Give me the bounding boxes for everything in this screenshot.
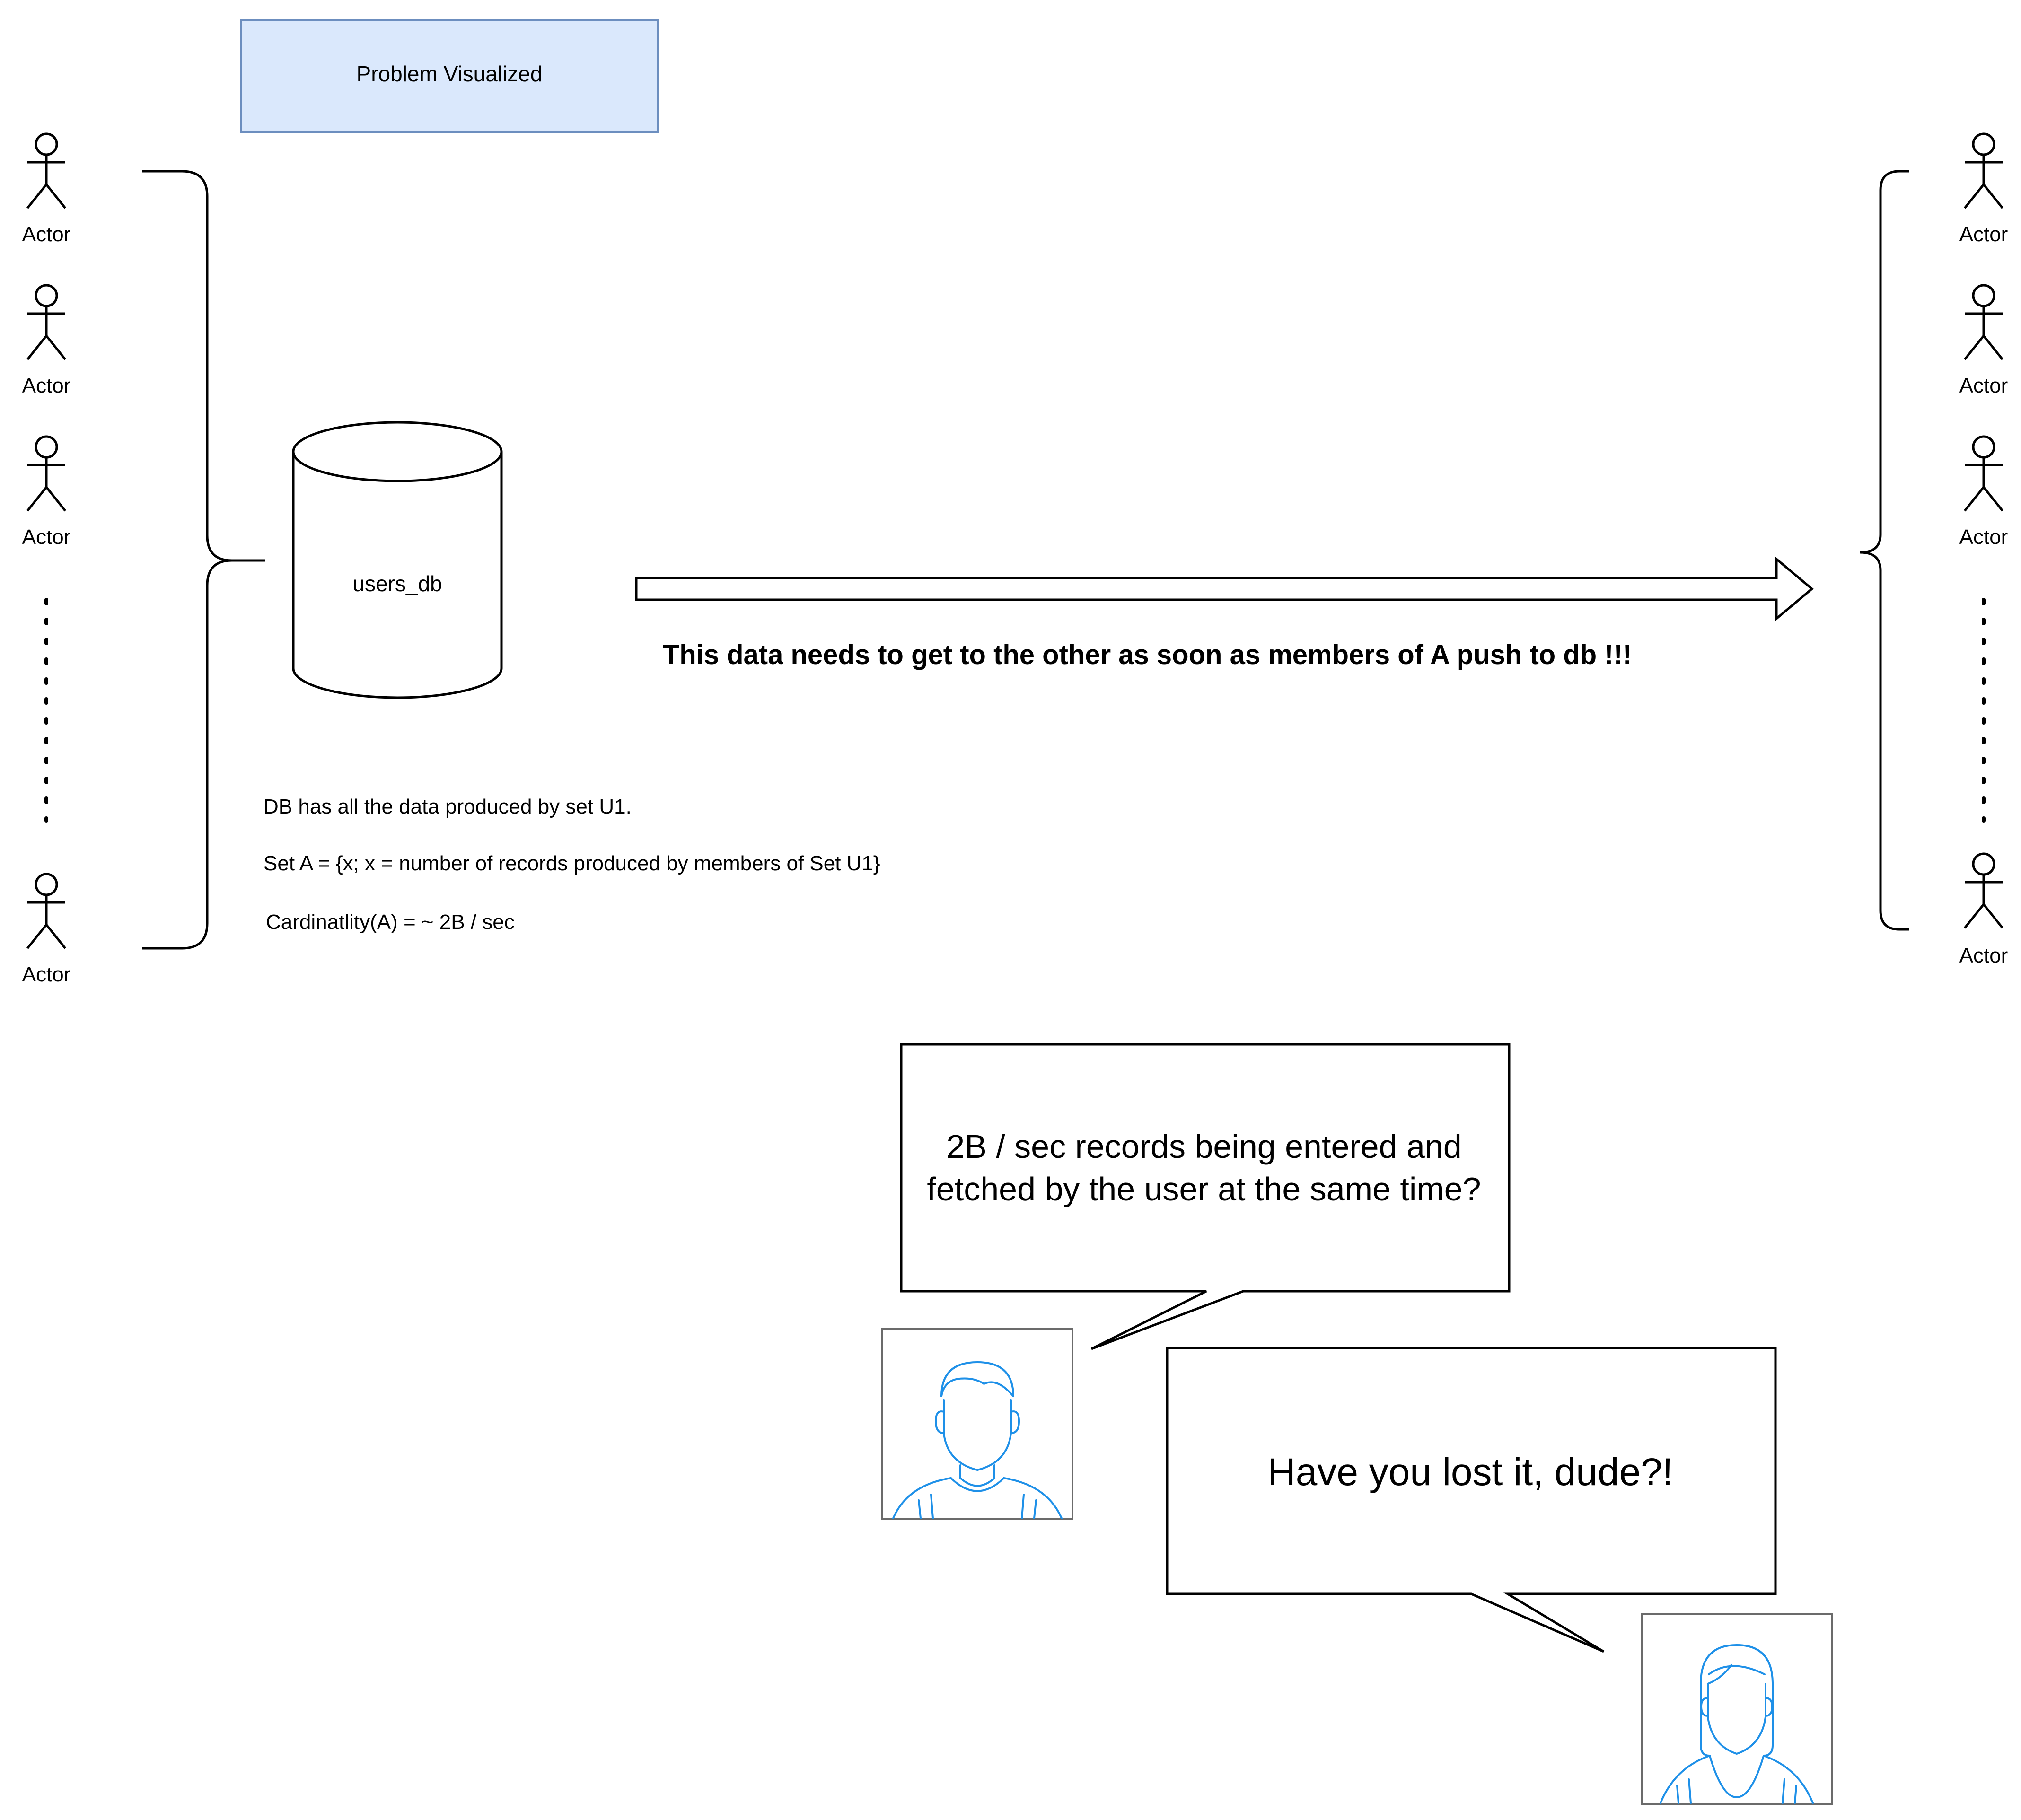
left-actor-3: Actor (22, 435, 71, 549)
speech-bubble-1-line-1: 2B / sec records being entered and (946, 1128, 1462, 1165)
left-actor-1-label: Actor (22, 223, 71, 246)
left-actor-group: Actor Actor Actor (22, 132, 71, 986)
title-text: Problem Visualized (357, 61, 543, 86)
left-actor-1: Actor (22, 132, 71, 246)
right-actor-1-label: Actor (1959, 223, 2008, 246)
right-actor-4-label: Actor (1959, 944, 2008, 967)
title-box-background (240, 19, 659, 133)
right-actor-group: Actor Actor Actor (1959, 132, 2008, 967)
stick-figure-icon (26, 435, 66, 512)
stick-figure-icon (1964, 852, 2003, 929)
note-line-3: Cardinatlity(A) = ~ 2B / sec (266, 910, 515, 934)
stick-figure-icon (26, 284, 66, 360)
stick-figure-icon (1964, 284, 2003, 360)
avatar-2-frame (1641, 1613, 1833, 1805)
left-actor-2: Actor (22, 284, 71, 397)
speech-bubble-1: 2B / sec records being entered and fetch… (900, 1043, 1511, 1350)
note-line-2: Set A = {x; x = number of records produc… (264, 852, 880, 875)
note-line-1: DB has all the data produced by set U1. (264, 795, 632, 818)
left-curly-brace (142, 170, 265, 950)
users-db: users_db (292, 421, 503, 699)
avatar-2 (1641, 1613, 1833, 1805)
left-actor-4: Actor (22, 873, 71, 986)
speech-bubble-2-line-1: Have you lost it, dude?! (1268, 1451, 1673, 1494)
users-db-label: users_db (352, 571, 442, 596)
right-actor-2: Actor (1959, 284, 2008, 397)
title-box: Problem Visualized (240, 19, 659, 133)
stick-figure-icon (1964, 435, 2003, 512)
speech-bubble-2: Have you lost it, dude?! (1166, 1347, 1777, 1653)
left-actor-2-label: Actor (22, 374, 71, 397)
avatar-1-frame (881, 1328, 1073, 1520)
right-actor-1: Actor (1959, 132, 2008, 246)
right-curly-brace (1860, 170, 1909, 931)
male-avatar-icon (892, 1361, 1063, 1519)
left-actor-3-label: Actor (22, 525, 71, 549)
speech-bubble-1-line-2: fetched by the user at the same time? (927, 1171, 1481, 1208)
right-actor-2-label: Actor (1959, 374, 2008, 397)
avatar-1 (881, 1328, 1073, 1520)
stick-figure-icon (26, 873, 66, 949)
stick-figure-icon (1964, 132, 2003, 209)
block-arrow-right-icon (635, 556, 1814, 621)
right-actor-3-label: Actor (1959, 525, 2008, 549)
female-avatar-icon (1660, 1644, 1814, 1804)
notes: DB has all the data produced by set U1. … (264, 795, 880, 934)
left-actor-4-label: Actor (22, 963, 71, 986)
right-actor-4: Actor (1959, 852, 2008, 967)
right-actor-3: Actor (1959, 435, 2008, 549)
stick-figure-icon (26, 132, 66, 209)
flow-caption: This data needs to get to the other as s… (663, 639, 1632, 670)
cylinder-database-icon (292, 421, 503, 699)
